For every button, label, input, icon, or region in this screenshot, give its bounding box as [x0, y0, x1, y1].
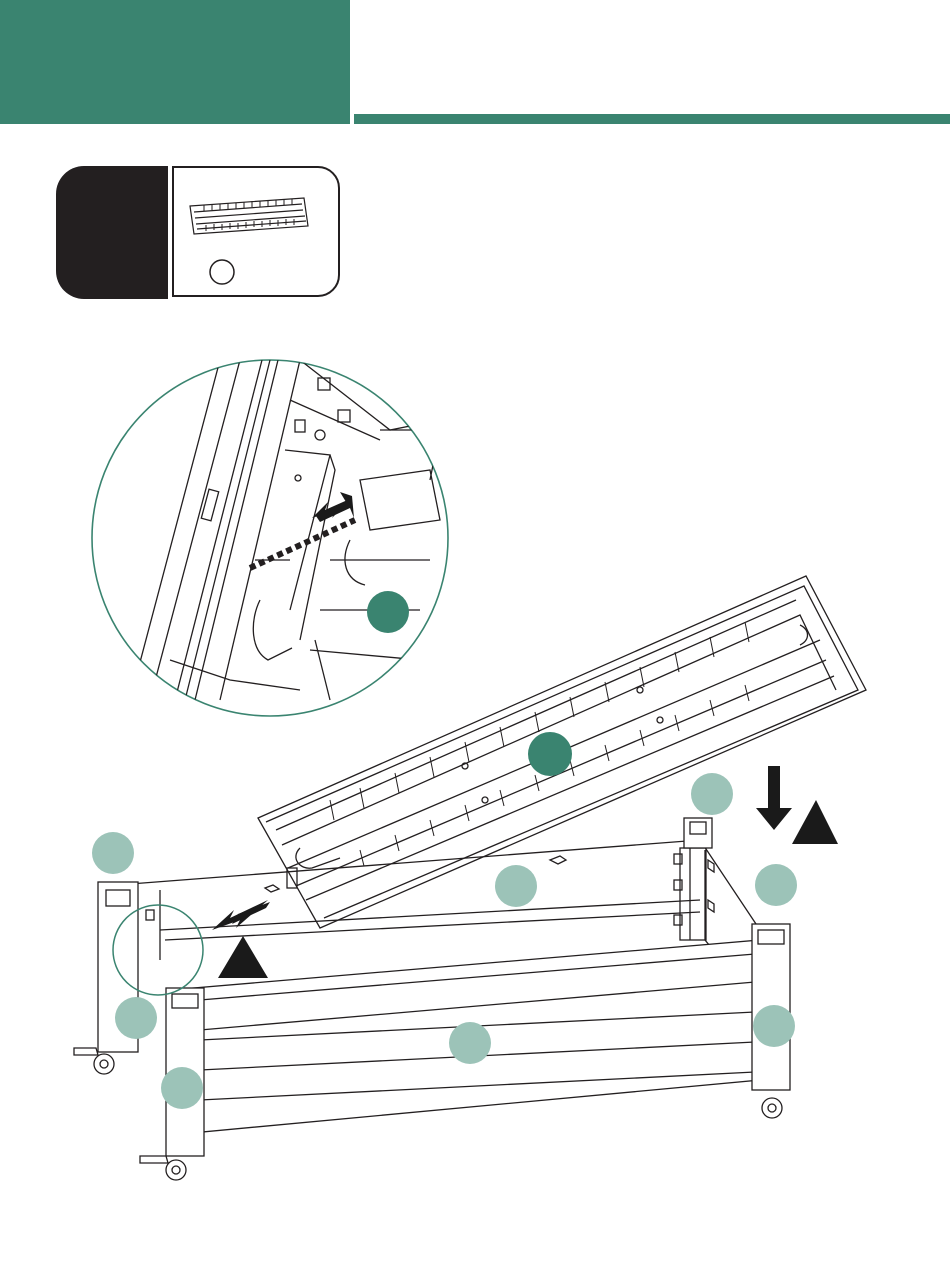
- down-arrow-icon: [756, 766, 792, 830]
- detail-view: [92, 360, 448, 716]
- warning-triangle-icon-2: [218, 936, 268, 978]
- callout-light: [449, 1022, 491, 1064]
- warning-triangle-icon: [792, 800, 838, 844]
- callout-dark-detail: [367, 591, 409, 633]
- callout-light: [115, 997, 157, 1039]
- callout-light: [691, 773, 733, 815]
- callout-light: [755, 864, 797, 906]
- callout-light: [161, 1067, 203, 1109]
- callout-light: [753, 1005, 795, 1047]
- callout-light: [495, 865, 537, 907]
- callout-dark-lid: [528, 732, 572, 776]
- callout-light: [92, 832, 134, 874]
